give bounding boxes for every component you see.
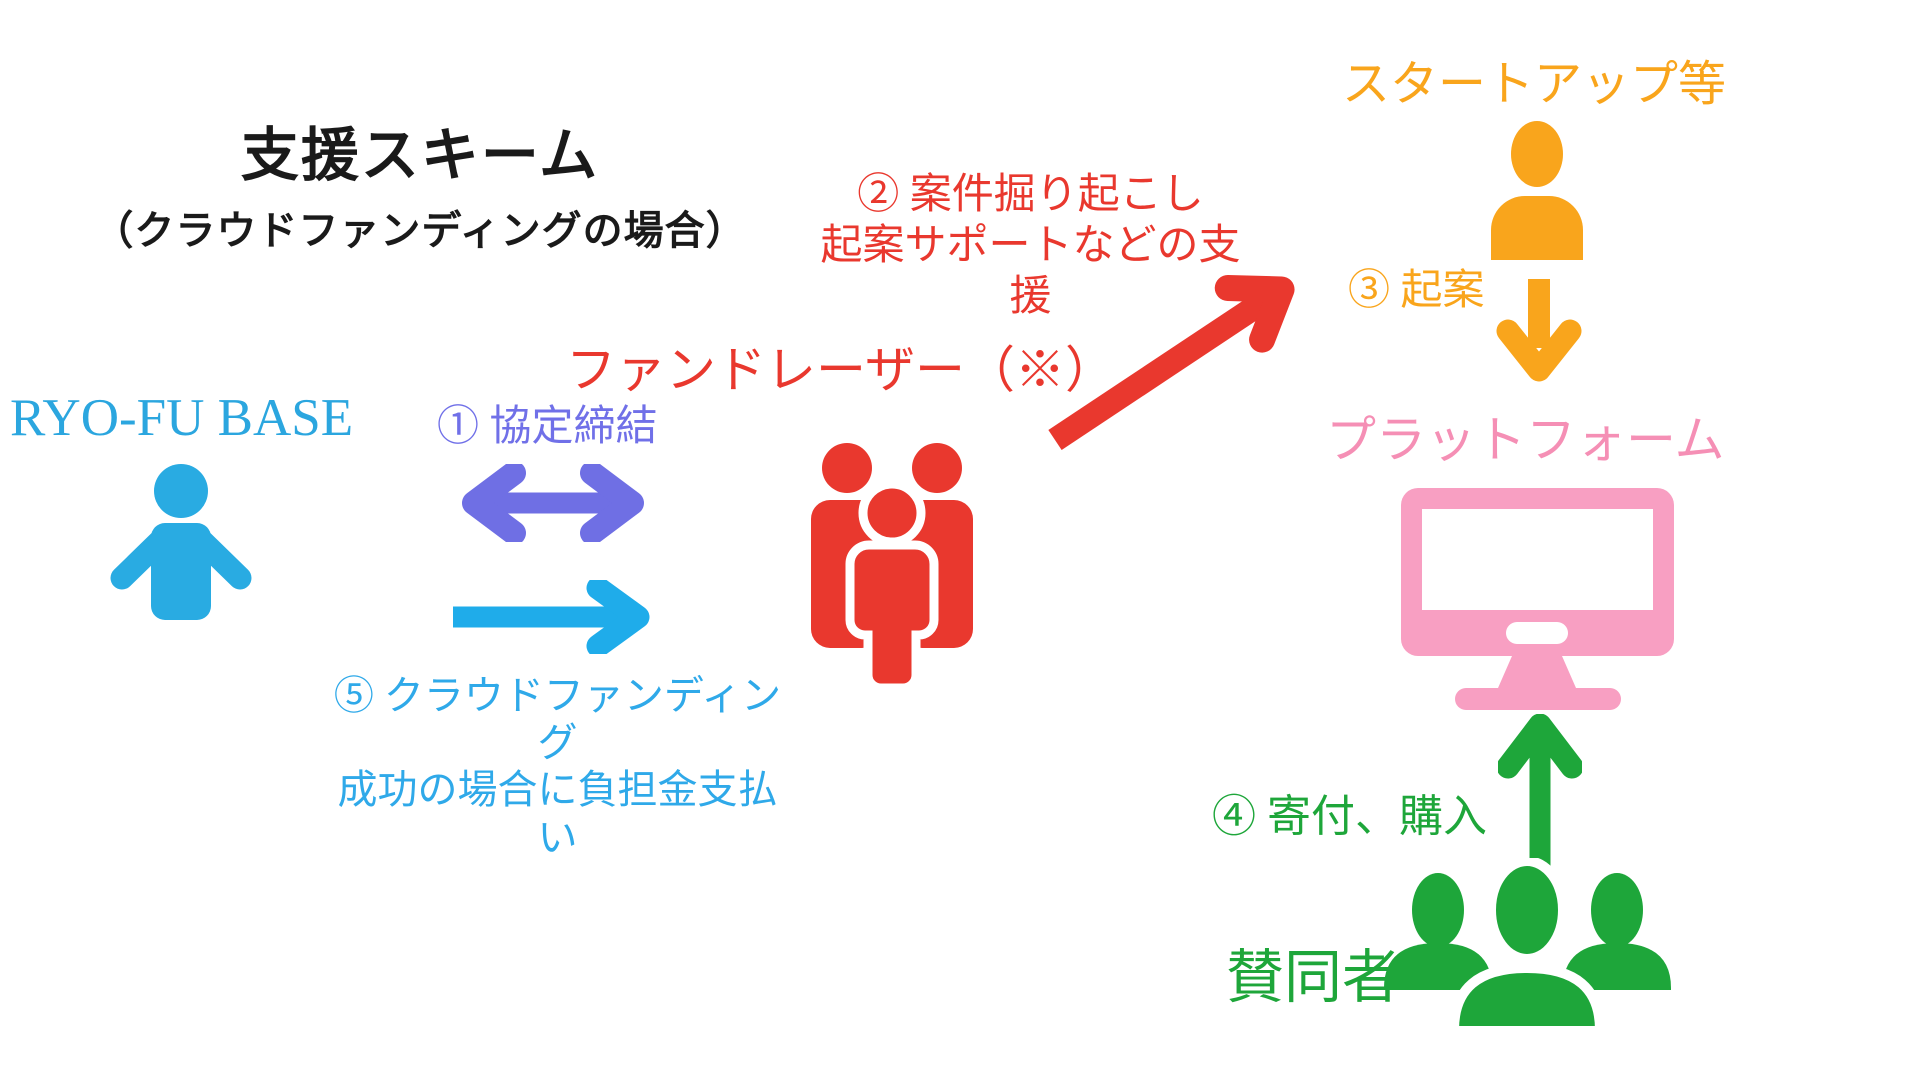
platform-monitor-icon (1401, 488, 1674, 710)
donation-arrow (1498, 714, 1582, 874)
step2-line1: ② 案件掘り起こし (857, 172, 1204, 218)
step5-line1: ⑤ クラウドファンディング (333, 673, 782, 766)
step1-agreement-label: ① 協定締結 (437, 404, 658, 450)
supporters-group-icon (1384, 858, 1671, 1036)
fundraiser-group-icon (811, 443, 973, 684)
startup-person-icon (1491, 121, 1583, 260)
fundraiser-label: ファンドレーザー（※） (566, 342, 1115, 398)
supporters-label: 賛同者 (1226, 945, 1401, 1010)
payment-arrow (453, 580, 650, 654)
page-title: 支援スキーム (240, 123, 600, 188)
platform-label: プラットフォーム (1326, 412, 1725, 468)
page-subtitle: （クラウドファンディングの場合） (93, 208, 747, 253)
step5-line2: 成功の場合に負担金支払い (337, 767, 778, 860)
support-arrow (1048, 275, 1295, 450)
agreement-double-arrow (462, 464, 644, 542)
step4-donation-label: ④ 寄付、購入 (1212, 792, 1487, 841)
ryofu-person-icon (110, 464, 252, 620)
step5-payment-label: ⑤ クラウドファンディング 成功の場合に負担金支払い (330, 672, 785, 861)
step3-proposal-label: ③ 起案 (1348, 268, 1485, 314)
step2-support-label: ② 案件掘り起こし 起案サポートなどの支援 (808, 170, 1253, 324)
proposal-arrow (1496, 279, 1582, 382)
title-block: 支援スキーム （クラウドファンディングの場合） (75, 124, 765, 256)
startup-label: スタートアップ等 (1342, 58, 1727, 111)
step2-line2: 起案サポートなどの支援 (820, 223, 1241, 321)
ryofu-base-label: RYO-FU BASE (10, 389, 354, 447)
